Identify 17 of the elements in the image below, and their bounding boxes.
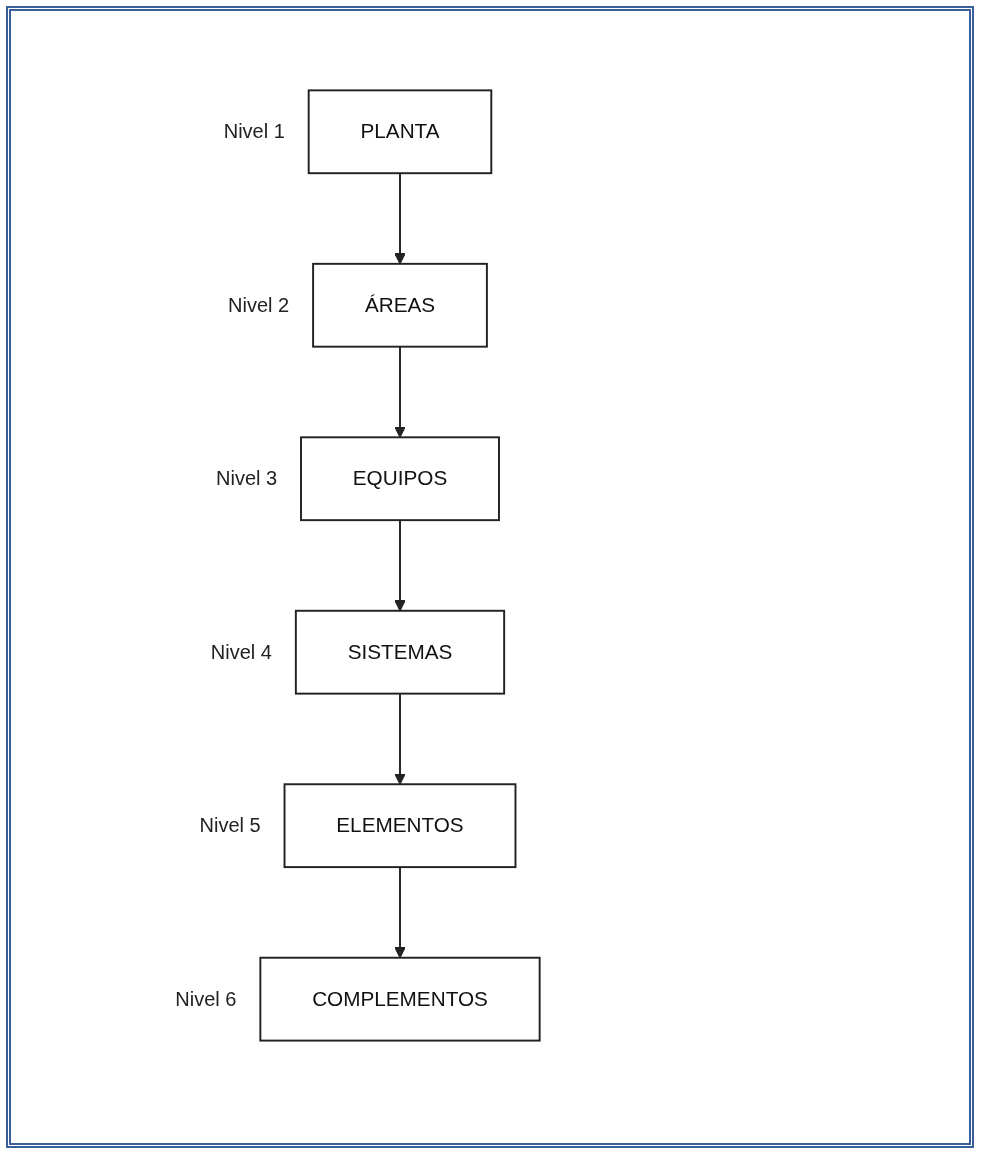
arrow [394, 866, 406, 959]
level-label: Nivel 1 [223, 120, 285, 144]
arrow [394, 172, 406, 265]
arrow [394, 692, 406, 785]
node-box: ELEMENTOS [283, 783, 517, 869]
node-box: COMPLEMENTOS [259, 956, 541, 1042]
level-label: Nivel 6 [175, 987, 237, 1011]
arrow [394, 519, 406, 612]
level-label: Nivel 2 [228, 293, 290, 317]
node-box: PLANTA [307, 89, 493, 175]
level-label: Nivel 4 [210, 640, 272, 664]
node-box: ÁREAS [312, 262, 488, 348]
node-box: EQUIPOS [300, 436, 500, 522]
node-box: SISTEMAS [294, 609, 506, 695]
level-label: Nivel 3 [216, 467, 278, 491]
arrow [394, 345, 406, 438]
level-label: Nivel 5 [199, 814, 261, 838]
